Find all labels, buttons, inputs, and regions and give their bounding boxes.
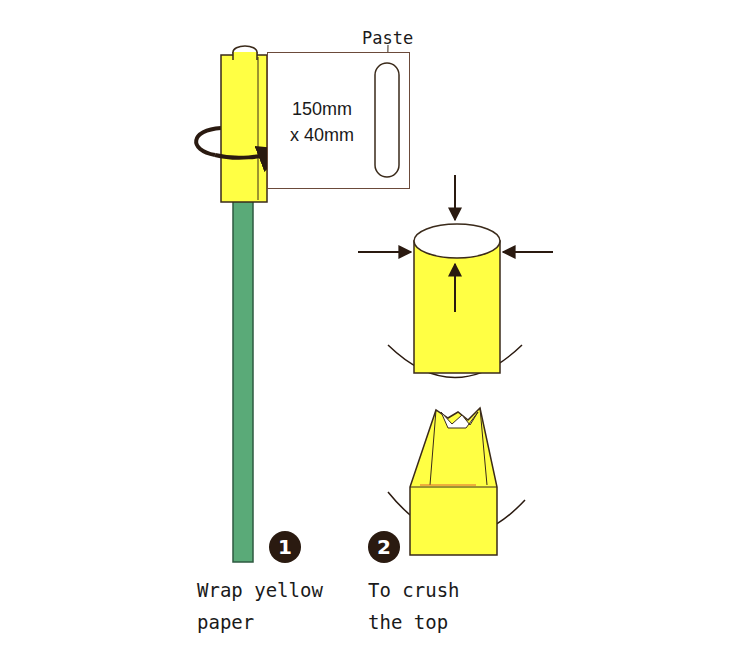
- step-caption: To crush the top: [368, 574, 486, 638]
- crushed-tube: [410, 408, 497, 555]
- callout-number: 1: [269, 531, 301, 563]
- dimension-text: 150mm x 40mm: [290, 96, 354, 148]
- callout-number: 2: [368, 531, 400, 563]
- tube-opening: [414, 224, 500, 258]
- press-arrow: [358, 251, 411, 253]
- yellow-tube: [414, 241, 500, 373]
- press-arrow: [503, 251, 553, 253]
- press-arrow: [454, 175, 456, 220]
- step-caption: Wrap yellow paper: [197, 574, 349, 638]
- green-stick: [233, 195, 253, 562]
- paste-slot: [268, 53, 411, 190]
- rotation-arrow: [196, 128, 221, 155]
- yellow-tube: [221, 55, 267, 202]
- part-name: Paste: [362, 22, 413, 54]
- press-arrow: [454, 264, 456, 312]
- paper-sheet: 150mm x 40mm: [267, 52, 410, 189]
